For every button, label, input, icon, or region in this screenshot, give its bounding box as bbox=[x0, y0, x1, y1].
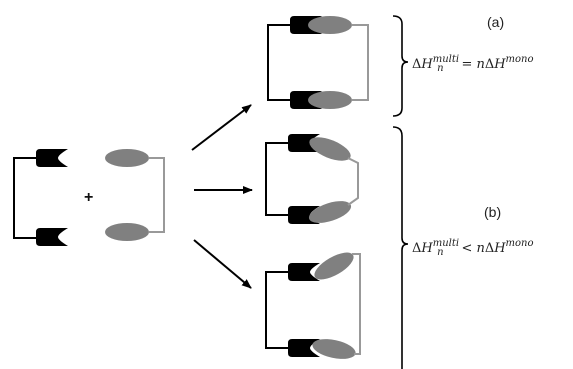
complex-b2 bbox=[265, 252, 361, 359]
brace-a bbox=[392, 15, 409, 117]
arrow-to-a bbox=[191, 104, 252, 151]
guest-ligand-top bbox=[105, 149, 149, 167]
complex-b1 bbox=[265, 134, 359, 224]
equation-a: ΔHmultin=nΔHmono bbox=[412, 54, 534, 74]
guest-ligand-bottom bbox=[105, 223, 149, 241]
plus-sign: + bbox=[84, 189, 94, 206]
host-receptor-top bbox=[36, 149, 68, 167]
divalent-guest bbox=[105, 149, 165, 241]
reaction-arrows bbox=[191, 104, 253, 289]
label-b: (b) bbox=[484, 204, 502, 220]
arrow-to-b2 bbox=[193, 239, 252, 289]
divalent-host bbox=[13, 149, 68, 246]
equation-b: ΔHmultin<nΔHmono bbox=[412, 238, 534, 258]
complex-a bbox=[267, 16, 369, 109]
brace-b bbox=[392, 126, 409, 369]
label-a: (a) bbox=[487, 14, 505, 30]
host-receptor-bottom bbox=[36, 228, 68, 246]
